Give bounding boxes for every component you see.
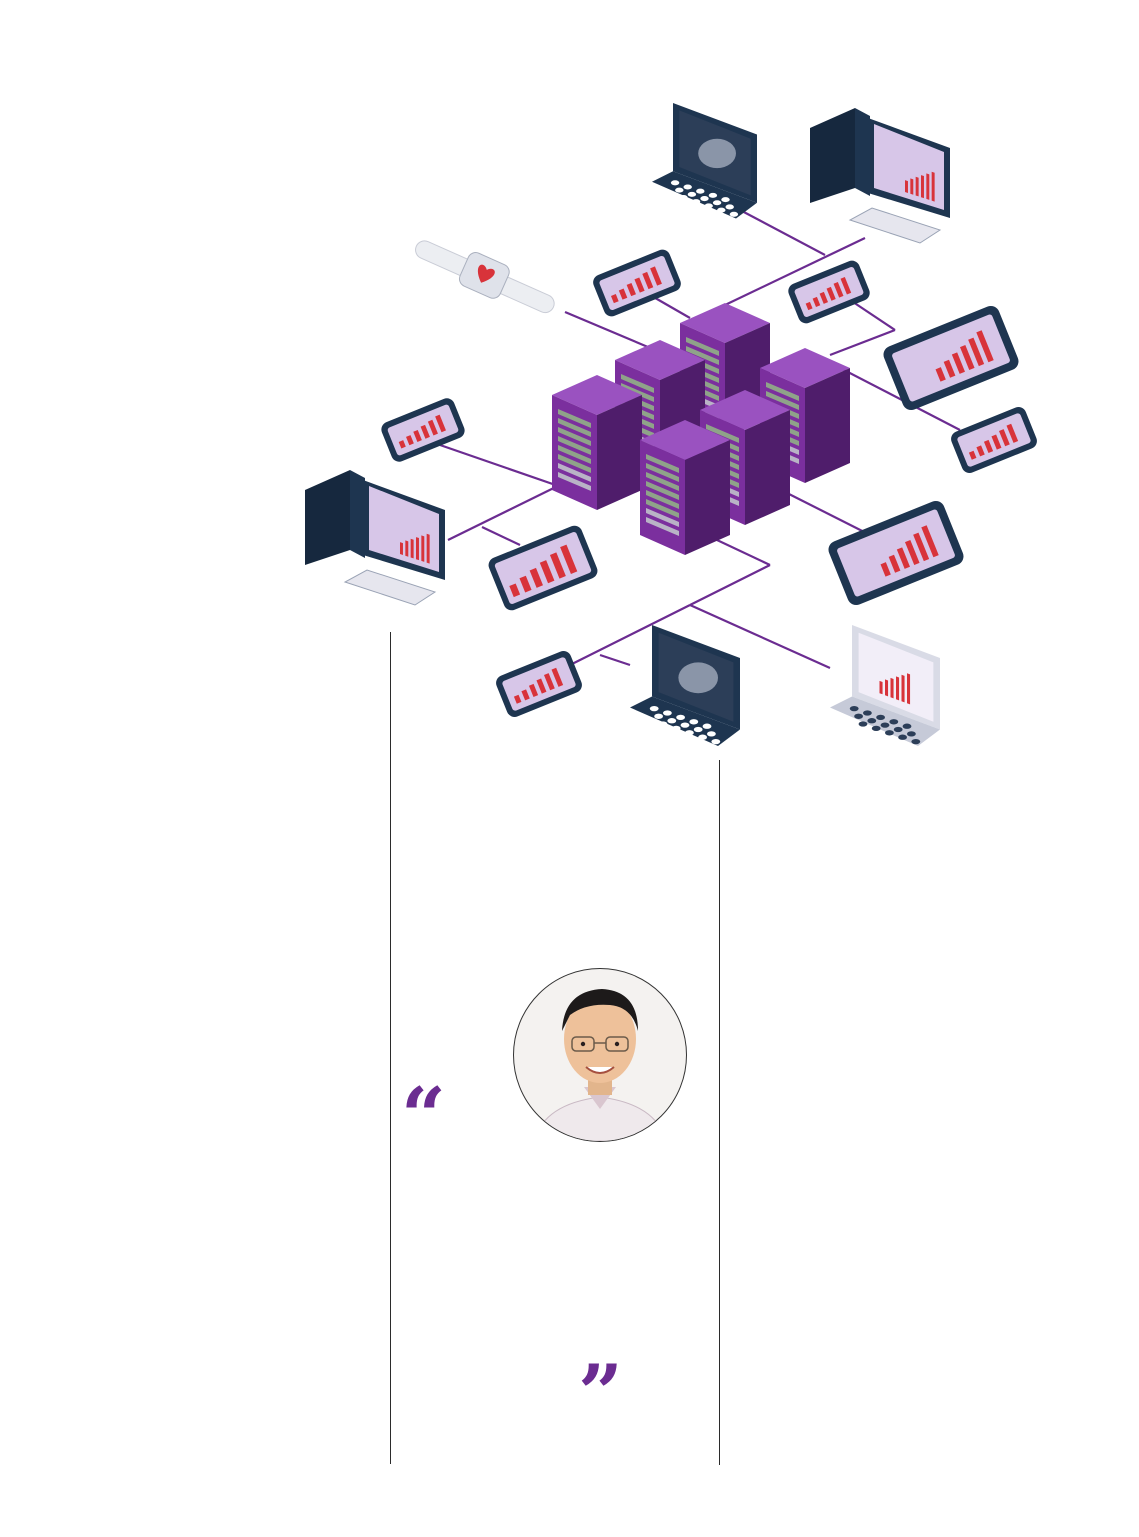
smartphone-icon xyxy=(788,260,870,324)
screen-chart xyxy=(879,673,911,705)
network-link xyxy=(569,604,691,666)
open-quote-mark: “ xyxy=(401,1071,446,1162)
network-link xyxy=(724,237,866,306)
desktop-computer-icon xyxy=(810,108,950,244)
server-rack-icon xyxy=(552,375,642,510)
network-link xyxy=(649,294,691,319)
portrait-photo-icon xyxy=(533,989,667,1141)
screen-chart xyxy=(905,171,935,202)
network-devices xyxy=(305,103,1037,746)
network-link xyxy=(439,443,571,492)
network-link xyxy=(447,479,571,541)
tablet-icon xyxy=(828,500,964,606)
laptop-icon xyxy=(830,625,940,746)
smartphone-icon xyxy=(381,398,465,462)
smartphone-icon xyxy=(488,525,598,611)
ultrasound-laptop-icon xyxy=(652,103,757,219)
smartphone-icon xyxy=(593,249,681,317)
network-link xyxy=(849,299,896,331)
network-link xyxy=(689,603,831,670)
network-link xyxy=(739,209,826,256)
server-cluster xyxy=(552,303,850,555)
network-link xyxy=(481,526,521,546)
smartwatch-icon xyxy=(415,240,555,314)
column-rule-right xyxy=(719,760,720,1465)
network-link xyxy=(599,653,631,667)
smartphone-icon xyxy=(496,651,582,717)
network-link xyxy=(689,564,771,606)
desktop-computer-icon xyxy=(305,470,445,606)
portrait-photo xyxy=(513,968,687,1142)
tablet-icon xyxy=(883,305,1019,411)
smartphone-icon xyxy=(951,407,1037,473)
network-link xyxy=(564,310,656,352)
close-quote-mark: ” xyxy=(578,1348,623,1439)
column-rule-left xyxy=(390,632,391,1464)
ultrasound-laptop-icon xyxy=(630,625,740,746)
screen-chart xyxy=(400,533,430,564)
healthcare-network-illustration xyxy=(305,103,1037,746)
network-link xyxy=(829,328,896,357)
server-rack-icon xyxy=(640,420,730,555)
